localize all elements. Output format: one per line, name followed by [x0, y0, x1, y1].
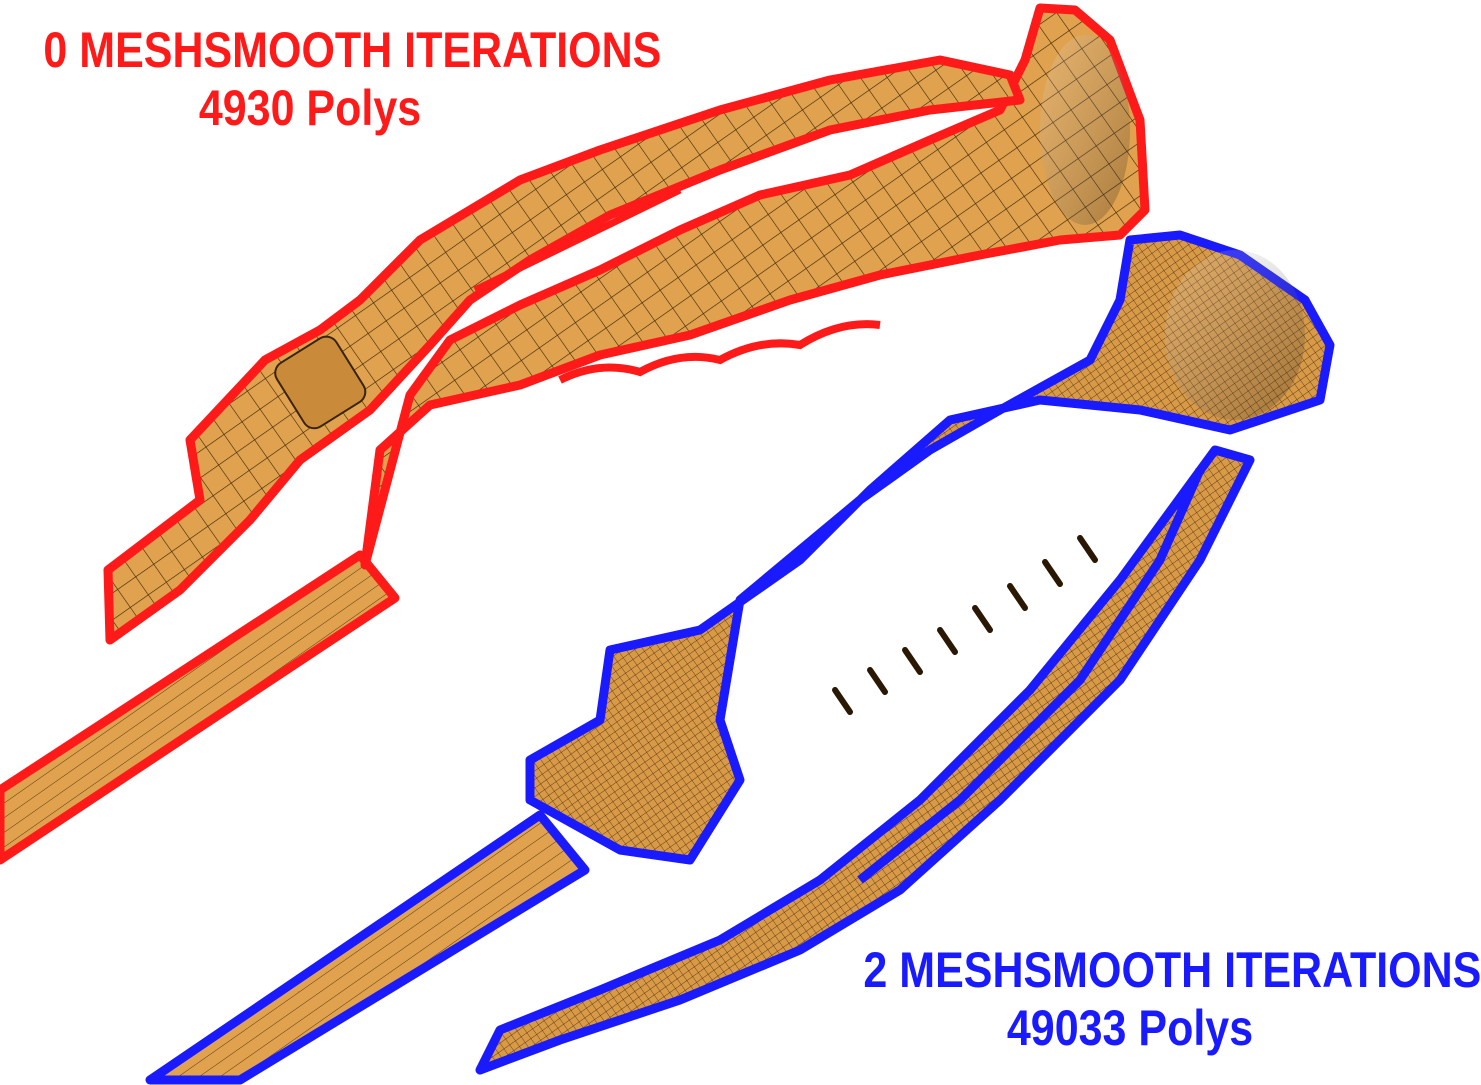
low-poly-iterations-label: 0 MESHSMOOTH ITERATIONS [43, 22, 662, 78]
comparison-render [0, 3, 1335, 1085]
high-poly-shaft [145, 810, 590, 1085]
low-poly-strap [103, 55, 1025, 645]
high-poly-strap [475, 445, 1255, 1075]
high-poly-finger-grooves [832, 535, 1098, 715]
low-poly-caption: 0 MESHSMOOTH ITERATIONS 4930 Polys [43, 22, 662, 137]
high-poly-iterations-label: 2 MESHSMOOTH ITERATIONS [863, 942, 1481, 998]
high-poly-strap-inner [857, 468, 1205, 884]
high-poly-model [145, 230, 1335, 1085]
low-poly-buckle [274, 335, 367, 430]
low-poly-grip [360, 3, 1150, 570]
low-poly-shaft [0, 550, 400, 865]
high-poly-count-label: 49033 Polys [1006, 999, 1254, 1056]
high-poly-caption: 2 MESHSMOOTH ITERATIONS 49033 Polys [863, 942, 1481, 1057]
low-poly-finger-ridges [558, 320, 881, 384]
low-poly-cap-shading [1040, 35, 1130, 225]
high-poly-cap-shading [1165, 250, 1305, 420]
low-poly-count-label: 4930 Polys [198, 79, 422, 136]
render-viewport: 0 MESHSMOOTH ITERATIONS 4930 Polys 2 MES… [0, 3, 1481, 1085]
low-poly-model [0, 3, 1150, 865]
